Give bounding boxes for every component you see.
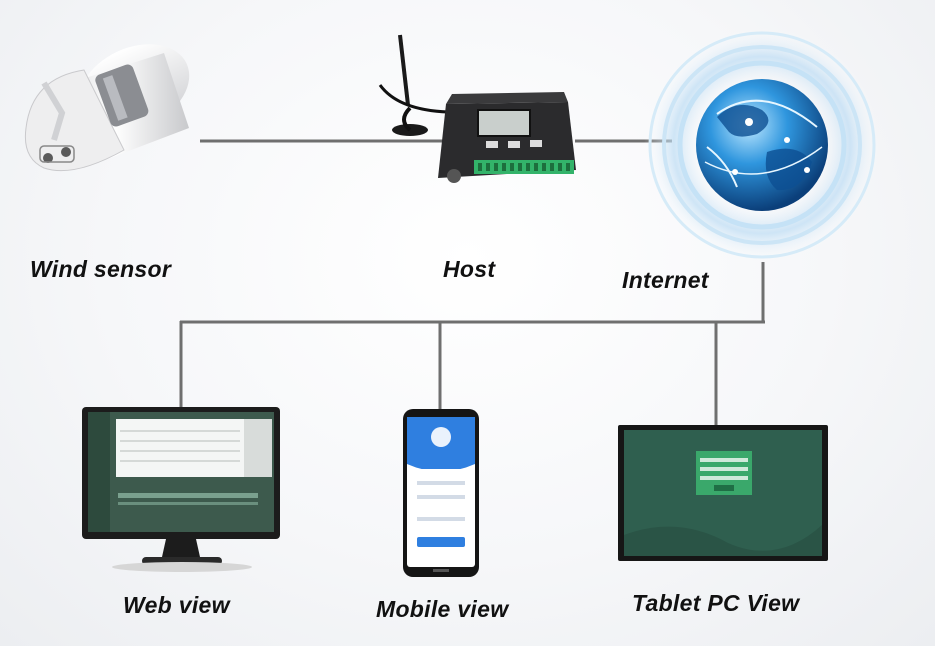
host-label: Host	[443, 256, 496, 282]
host-data-logger-icon	[378, 34, 576, 183]
globe-icon	[644, 27, 880, 263]
internet-label: Internet	[622, 267, 709, 293]
tablet-pc-icon	[618, 425, 828, 561]
wind-sensor-device-icon	[24, 44, 190, 172]
tablet-view-label: Tablet PC View	[632, 590, 800, 616]
mobile-view-label: Mobile view	[376, 596, 509, 622]
desktop-monitor-icon	[82, 407, 280, 572]
smartphone-icon	[403, 409, 479, 577]
wind-sensor-label: Wind sensor	[30, 256, 172, 282]
web-view-label: Web view	[123, 592, 230, 618]
